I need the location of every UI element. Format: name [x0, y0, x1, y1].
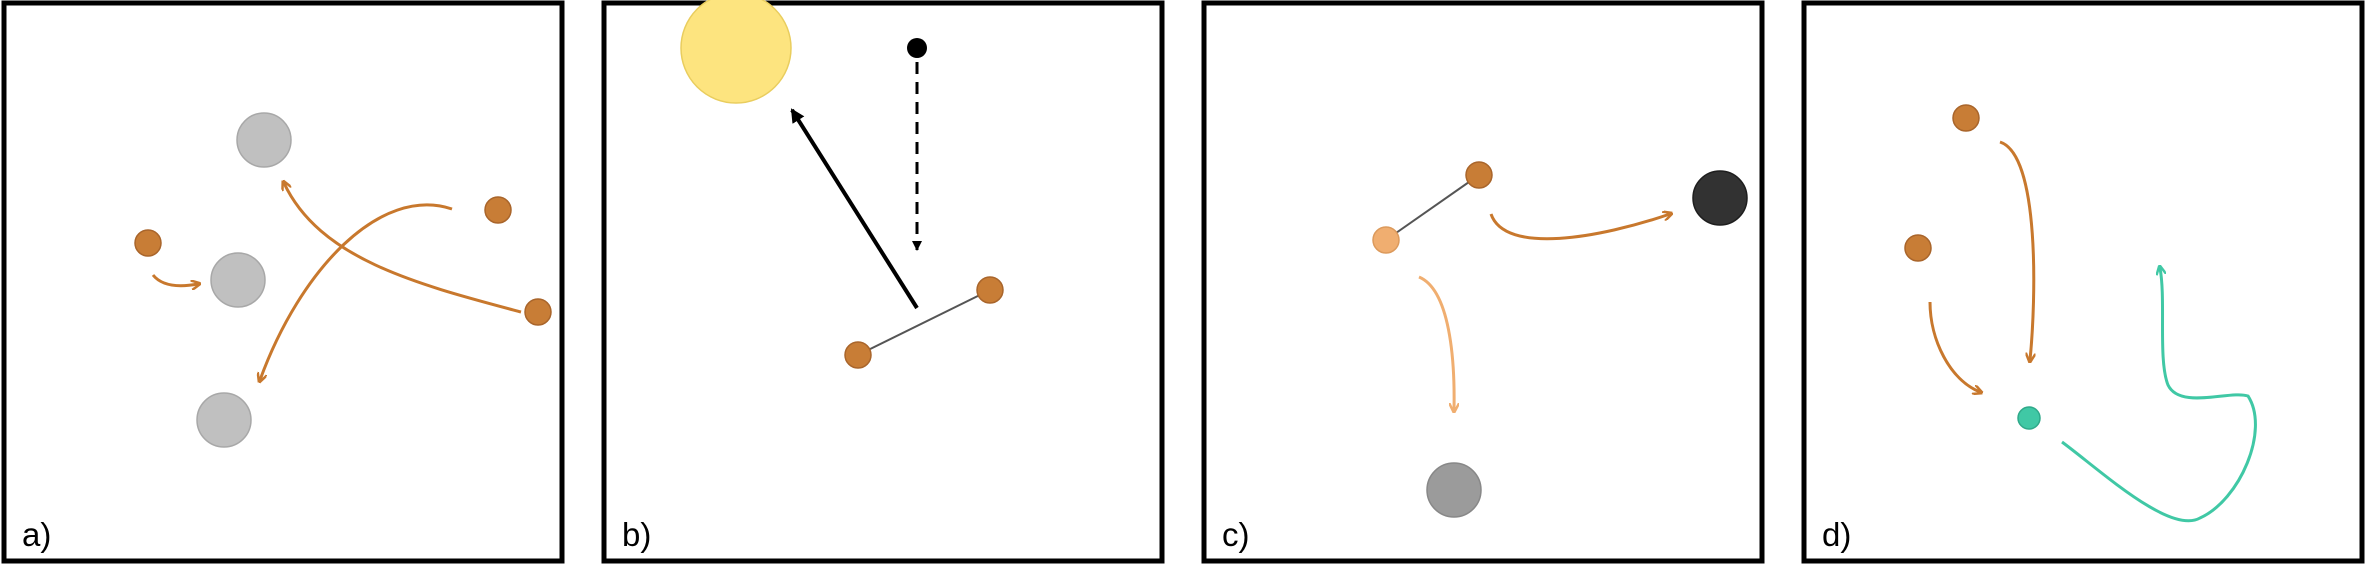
panel-b-frame: [601, 0, 1165, 564]
panel-a-canvas: [1, 0, 565, 564]
arrow-top-right-to-bottom: [260, 203, 453, 380]
panel-b-label: b): [622, 516, 652, 553]
panel-d-frame: [1801, 0, 2365, 564]
panel-c-label: c): [1222, 516, 1250, 553]
arrow-bottom-right-to-top: [284, 183, 522, 314]
panel-d-label: d): [1822, 516, 1852, 553]
dumbbell-rod: [857, 289, 991, 356]
arrow-dark-to-dark-target: [1489, 214, 1670, 241]
reflected-arrow: [790, 108, 919, 310]
panel-b: b): [600, 0, 1170, 573]
arrow-light-to-gray-target: [1418, 275, 1454, 410]
panel-c: c): [1200, 0, 1770, 573]
target-mid-gray: [1426, 462, 1482, 518]
particle-dark-orange: [1465, 161, 1493, 189]
dumbbell-particle-left: [844, 341, 872, 369]
panel-a: a): [0, 0, 570, 573]
arrow-left-to-middle: [151, 273, 198, 286]
particle-bottom-right: [524, 298, 552, 326]
panel-a-label: a): [22, 516, 52, 553]
cyan-trajectory-arrow: [2061, 268, 2257, 523]
panel-d: d): [1800, 0, 2365, 573]
target-gray-middle: [210, 252, 266, 308]
target-gray-top: [236, 112, 292, 168]
panel-c-frame: [1201, 0, 1765, 564]
arrow-lower-to-target: [1928, 301, 1980, 392]
panel-c-canvas: [1201, 0, 1765, 564]
target-dark: [1692, 170, 1748, 226]
dimer-rod: [1385, 174, 1480, 241]
particle-top-right: [484, 196, 512, 224]
particle-lower: [1904, 234, 1932, 262]
panel-d-canvas: [1801, 0, 2365, 564]
target-gray-bottom: [196, 392, 252, 448]
particle-light-orange: [1372, 226, 1400, 254]
panel-b-canvas: [601, 0, 1165, 564]
dumbbell-particle-right: [976, 276, 1004, 304]
arrow-upper-to-target: [1999, 140, 2034, 360]
sun: [680, 0, 792, 104]
panel-a-frame: [1, 0, 565, 564]
source-point: [907, 38, 927, 58]
particle-left: [134, 229, 162, 257]
target-cyan: [2017, 406, 2041, 430]
particle-upper: [1952, 104, 1980, 132]
